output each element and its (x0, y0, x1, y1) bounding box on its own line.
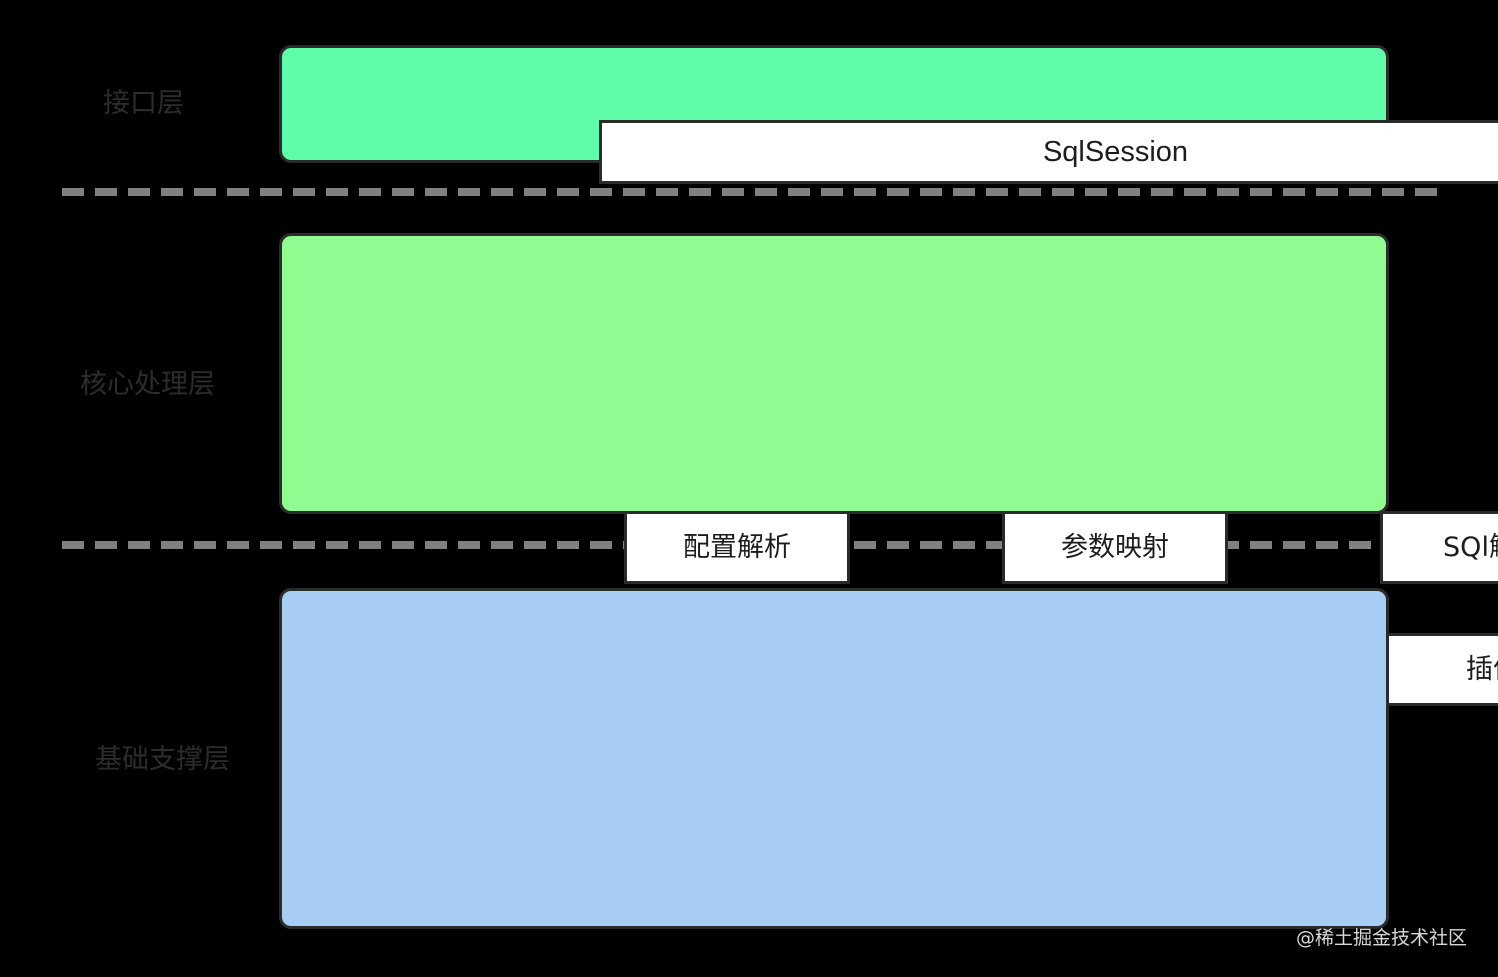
layer-panel-core: 配置解析 参数映射 SQl解析 SQL执行 结果集映射 插件 (279, 233, 1498, 706)
module-box-param-mapping[interactable]: 参数映射 (1002, 511, 1228, 584)
watermark: @稀土掘金技术社区 (1296, 927, 1468, 949)
layer-label-base: 基础支撑层 (95, 744, 230, 775)
module-box-sql-parse[interactable]: SQl解析 (1380, 511, 1498, 584)
module-box-config-parse[interactable]: 配置解析 (624, 511, 850, 584)
layer-panel-interface: SqlSession (279, 45, 1498, 184)
layer-label-core: 核心处理层 (80, 369, 215, 400)
module-box-plugin[interactable]: 插件 (1380, 633, 1498, 706)
layer-separator-top (62, 188, 1446, 196)
layer-label-interface: 接口层 (103, 88, 184, 119)
module-box-sqlsession[interactable]: SqlSession (599, 120, 1498, 184)
layer-panel-base: 数据源模块 事务管理模块 缓存模块 Binding模块 反射模块 类型转换 日志… (279, 588, 1389, 929)
